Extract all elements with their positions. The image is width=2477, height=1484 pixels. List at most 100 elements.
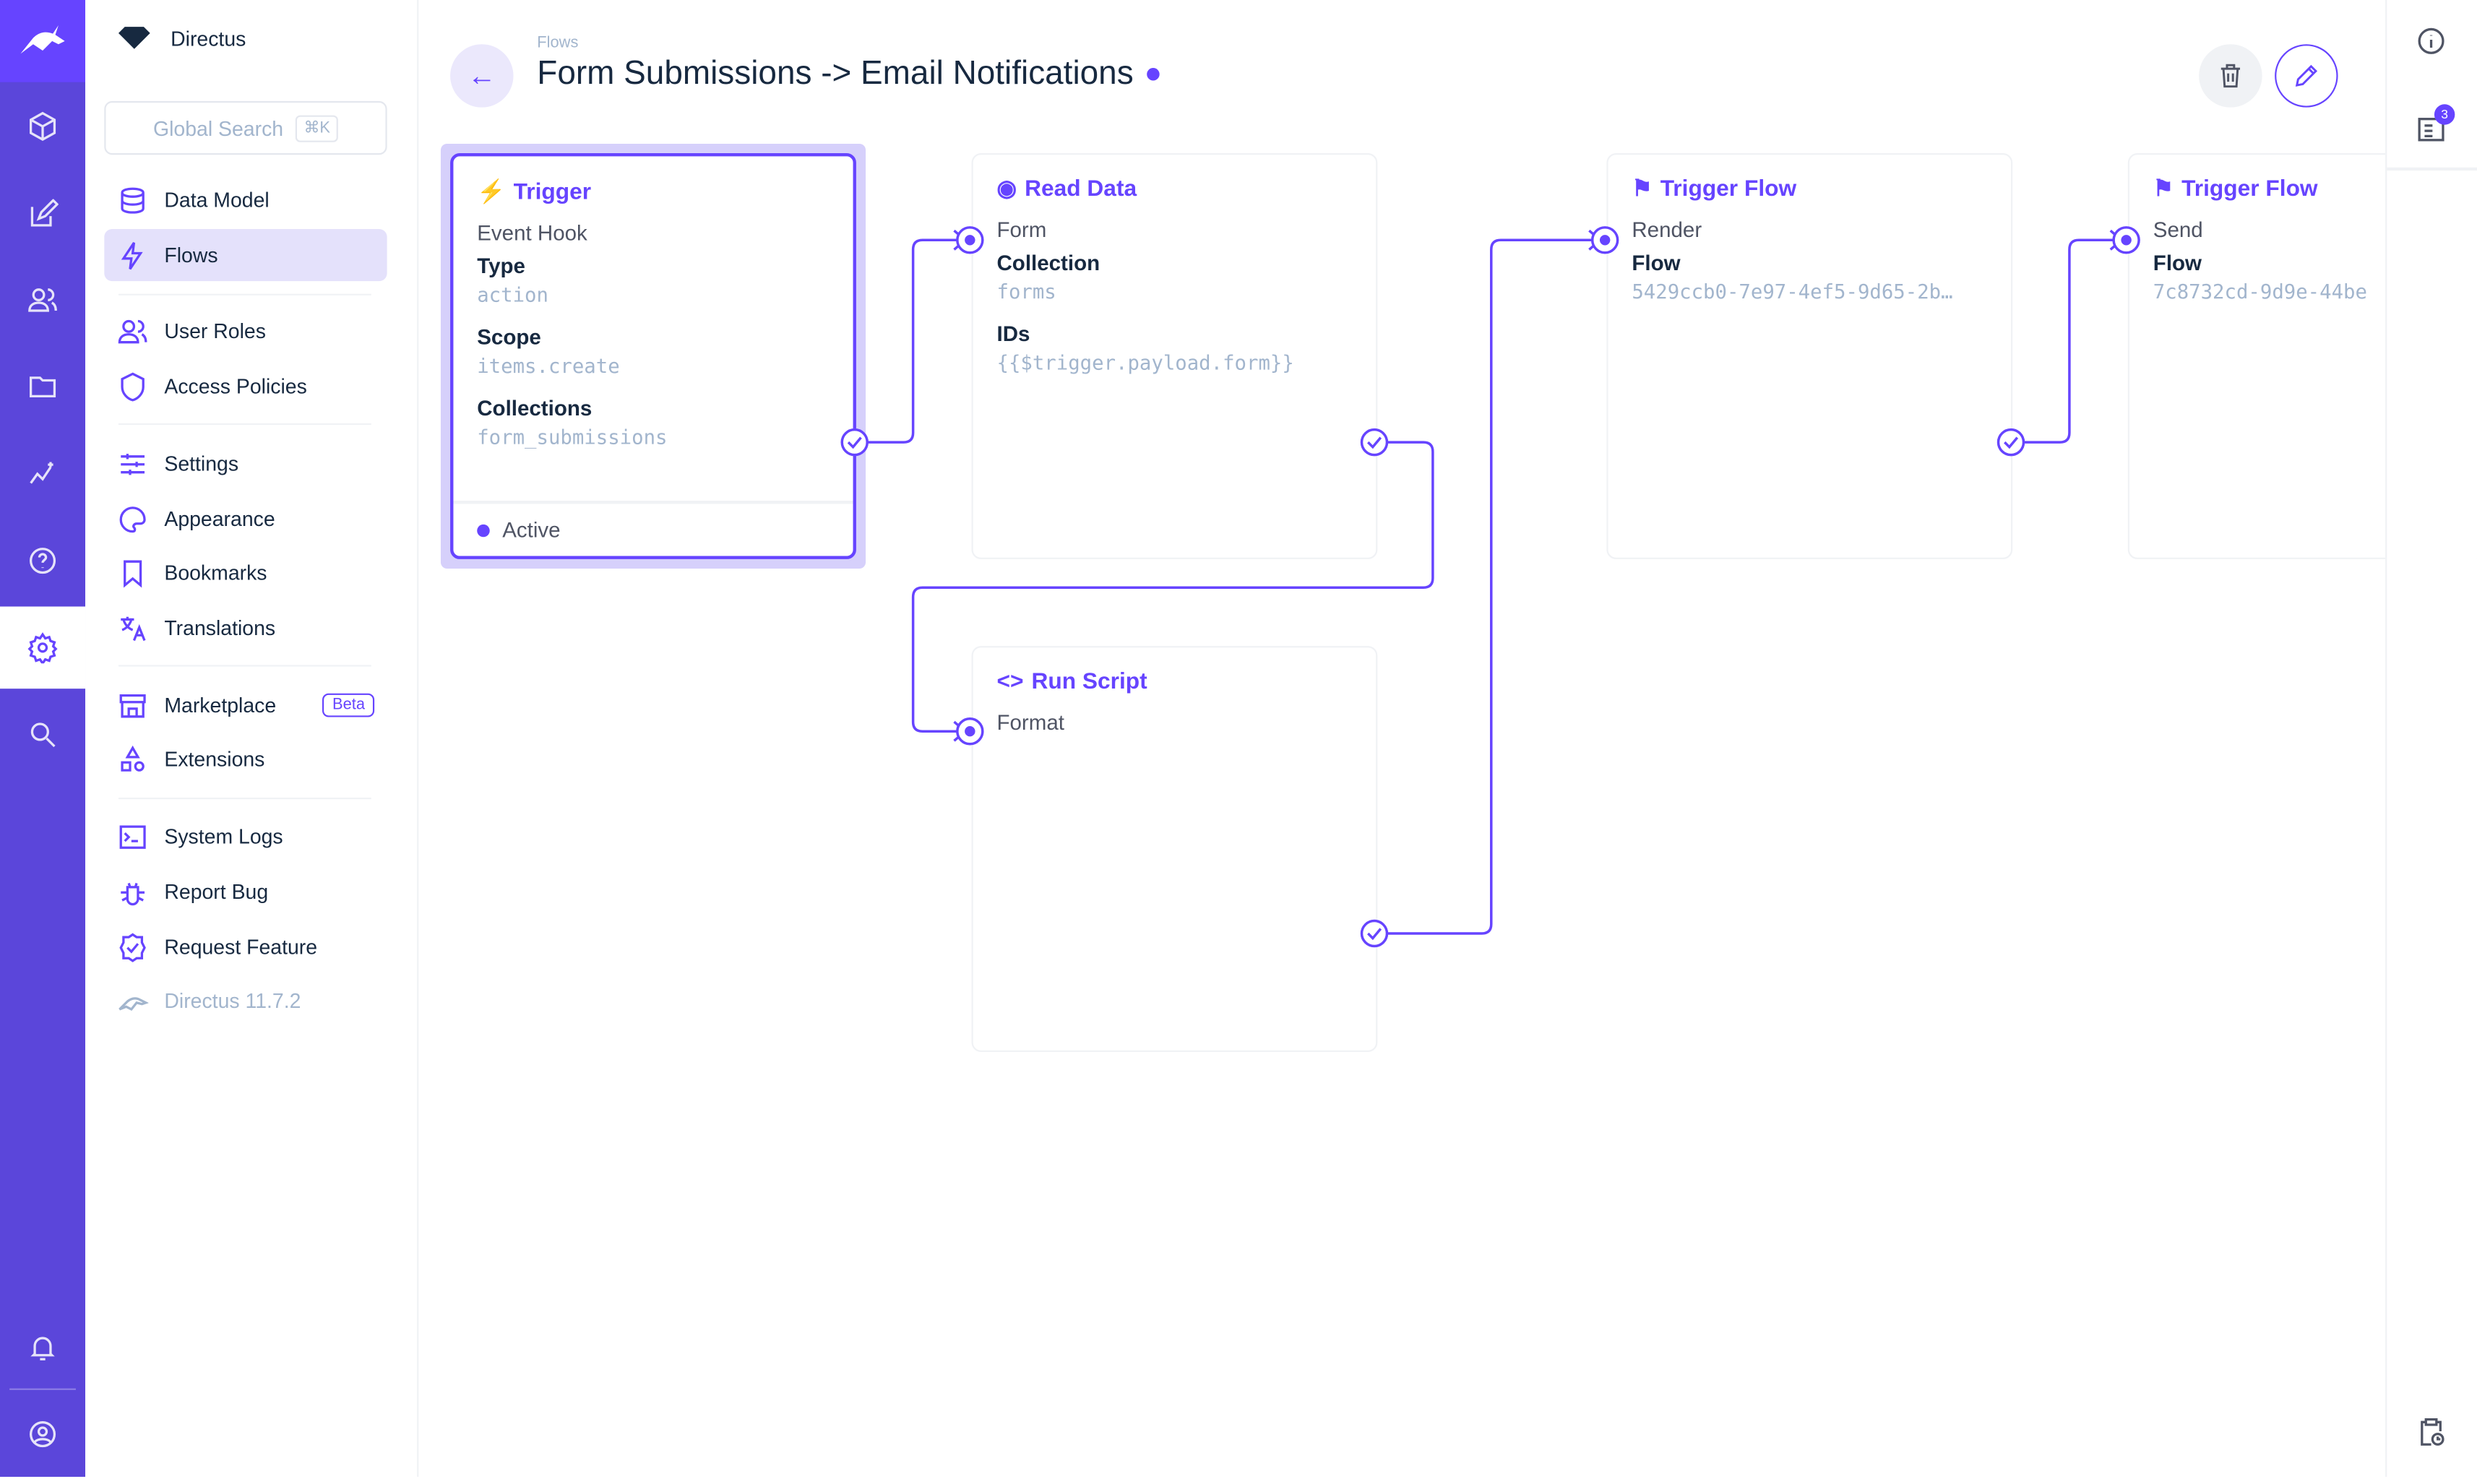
users-icon[interactable] bbox=[0, 259, 85, 342]
right-sidebar: 3 bbox=[2385, 0, 2477, 1477]
extensions-icon bbox=[121, 744, 145, 771]
read-data-card[interactable]: ◉Read Data Form Collection forms IDs {{$… bbox=[971, 153, 1378, 559]
bell-icon[interactable] bbox=[0, 1306, 85, 1389]
project-brand[interactable]: Directus bbox=[117, 25, 246, 51]
nav-item-marketplace[interactable]: Marketplace Beta bbox=[104, 679, 387, 731]
nav-item-label: Marketplace bbox=[164, 693, 277, 717]
field-value: form_submissions bbox=[477, 425, 668, 449]
version-label: Directus 11.7.2 bbox=[104, 975, 387, 1027]
translate-icon bbox=[121, 616, 146, 641]
trigger-flow-card[interactable]: ⚑ Trigger Flow Render Flow 5429ccb0-7e97-… bbox=[1606, 153, 2013, 559]
nav-item-appearance[interactable]: Appearance bbox=[104, 493, 387, 545]
card-title: Read Data bbox=[1025, 176, 1137, 202]
status-dot bbox=[1146, 68, 1159, 81]
nav-item-user-roles[interactable]: User Roles bbox=[104, 305, 387, 357]
arrow-left-icon: ← bbox=[468, 59, 496, 91]
connector-read-script bbox=[911, 441, 1434, 733]
store-icon bbox=[119, 693, 146, 717]
database-icon bbox=[121, 186, 145, 213]
nav-item-label: System Logs bbox=[164, 824, 283, 848]
flag-icon: ⚑ bbox=[2153, 176, 2174, 202]
nav-item-bookmarks[interactable]: Bookmarks bbox=[104, 546, 387, 598]
operation-name: Send bbox=[2153, 217, 2203, 242]
connector-trigger-read bbox=[854, 238, 967, 444]
run-script-card[interactable]: <> Run Script Format bbox=[971, 646, 1378, 1053]
nav-divider bbox=[118, 798, 371, 800]
shield-icon bbox=[121, 371, 145, 401]
card-title: Trigger Flow bbox=[1660, 176, 1797, 202]
nav-item-settings[interactable]: Settings bbox=[104, 438, 387, 490]
help-icon[interactable] bbox=[0, 519, 85, 602]
breadcrumb[interactable]: Flows bbox=[537, 35, 579, 53]
nav-item-label: Settings bbox=[164, 452, 239, 476]
nav-divider bbox=[118, 423, 371, 426]
beta-badge: Beta bbox=[322, 693, 375, 717]
nav-item-system-logs[interactable]: System Logs bbox=[104, 811, 387, 863]
module-rail bbox=[0, 0, 86, 1477]
connector-trigger-flow-2 bbox=[2011, 238, 2124, 444]
code-icon: <> bbox=[996, 669, 1024, 695]
project-name: Directus bbox=[171, 26, 246, 50]
bolt-circle-icon: ⚡ bbox=[477, 180, 506, 206]
field-value: items.create bbox=[477, 353, 620, 378]
nav-item-label: Request Feature bbox=[164, 935, 318, 959]
nav-divider bbox=[118, 665, 371, 667]
nav-item-label: Flows bbox=[164, 243, 218, 267]
status-text: Active bbox=[502, 518, 561, 542]
field-label: Flow bbox=[1632, 251, 1681, 275]
insights-icon[interactable] bbox=[0, 433, 85, 515]
card-title: Trigger bbox=[513, 179, 592, 205]
eye-icon: ◉ bbox=[996, 176, 1017, 202]
back-button[interactable]: ← bbox=[450, 44, 514, 108]
flag-icon: ⚑ bbox=[1632, 176, 1653, 202]
pencil-icon bbox=[2295, 64, 2318, 87]
operation-name: Form bbox=[996, 217, 1047, 242]
clipboard-clock-icon[interactable] bbox=[2416, 1417, 2447, 1457]
terminal-icon bbox=[119, 824, 146, 848]
trigger-type-label: Event Hook bbox=[477, 221, 587, 245]
nav-item-flows[interactable]: Flows bbox=[104, 228, 387, 282]
page-title: Form Submissions -> Email Notifications bbox=[537, 55, 1159, 93]
search-placeholder: Global Search bbox=[152, 116, 284, 140]
info-icon[interactable] bbox=[2416, 25, 2447, 65]
connector-script-trigger-flow bbox=[1374, 238, 1602, 935]
field-value: action bbox=[477, 282, 548, 307]
field-label: Collection bbox=[996, 251, 1100, 275]
nav-item-access-policies[interactable]: Access Policies bbox=[104, 360, 387, 412]
rail-divider bbox=[9, 1388, 76, 1390]
search-icon[interactable] bbox=[0, 694, 85, 776]
edit-flow-button[interactable] bbox=[2275, 44, 2338, 108]
trigger-card[interactable]: ⚡Trigger Event Hook Type action Scope it… bbox=[450, 153, 856, 559]
page-title-text: Form Submissions -> Email Notifications bbox=[537, 55, 1134, 92]
global-search-input[interactable]: Global Search ⌘K bbox=[104, 100, 387, 155]
field-value: 5429ccb0-7e97-4ef5-9d65-2b… bbox=[1632, 279, 1953, 303]
edit-icon[interactable] bbox=[0, 173, 85, 256]
folder-icon[interactable] bbox=[0, 346, 85, 428]
field-label: IDs bbox=[996, 322, 1030, 346]
bookmark-icon bbox=[124, 559, 142, 587]
user-avatar-icon[interactable] bbox=[0, 1393, 85, 1475]
operation-name: Format bbox=[996, 710, 1064, 735]
operation-name: Render bbox=[1632, 217, 1702, 242]
nav-item-translations[interactable]: Translations bbox=[104, 602, 387, 654]
nav-item-label: User Roles bbox=[164, 319, 266, 343]
nav-item-label: Translations bbox=[164, 616, 276, 640]
nav-item-label: Report Bug bbox=[164, 879, 269, 904]
card-title: Run Script bbox=[1031, 669, 1147, 695]
delete-button[interactable] bbox=[2199, 44, 2262, 108]
nav-item-report-bug[interactable]: Report Bug bbox=[104, 866, 387, 918]
directus-logo[interactable] bbox=[0, 0, 86, 82]
bug-icon bbox=[121, 881, 145, 905]
nav-item-label: Bookmarks bbox=[164, 561, 267, 584]
directus-rabbit-icon bbox=[119, 996, 149, 1010]
nav-item-request-feature[interactable]: Request Feature bbox=[104, 921, 387, 973]
nav-item-extensions[interactable]: Extensions bbox=[104, 733, 387, 785]
users-icon bbox=[118, 319, 147, 343]
logs-panel-button[interactable]: 3 bbox=[2387, 82, 2477, 171]
content-module-cube-icon[interactable] bbox=[0, 85, 85, 168]
nav-item-data-model[interactable]: Data Model bbox=[104, 173, 387, 225]
nav-item-label: Extensions bbox=[164, 747, 265, 771]
palette-icon bbox=[119, 506, 146, 532]
nav-item-label: Data Model bbox=[164, 188, 270, 212]
settings-gear-icon[interactable] bbox=[0, 606, 86, 689]
